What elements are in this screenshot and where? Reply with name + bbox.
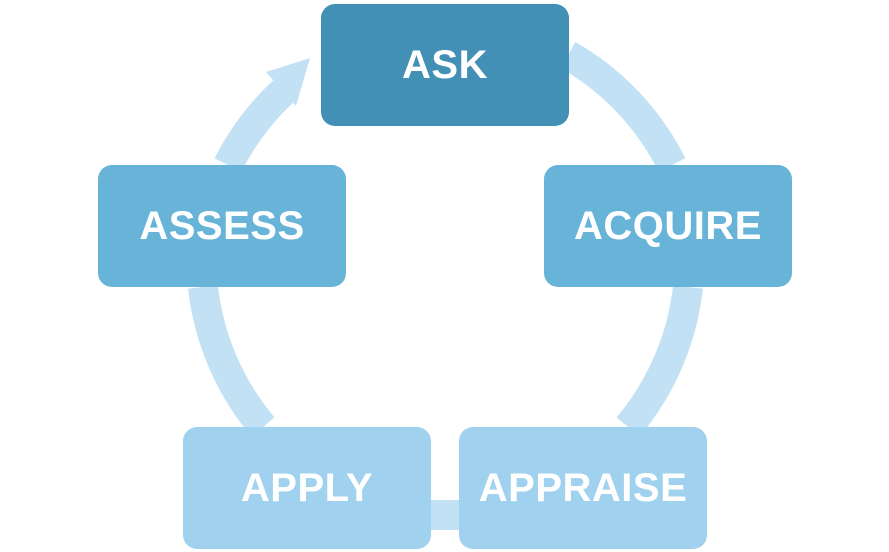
stage-acquire: ACQUIRE [544, 165, 792, 287]
stage-acquire-label: ACQUIRE [574, 203, 762, 248]
stage-assess: ASSESS [98, 165, 346, 287]
stage-assess-label: ASSESS [139, 203, 305, 248]
stage-apply-label: APPLY [240, 465, 374, 510]
arrowhead-to-ask [266, 58, 310, 106]
stage-ask-label: ASK [402, 42, 488, 87]
stage-appraise-label: APPRAISE [478, 465, 688, 510]
stage-ask: ASK [321, 4, 569, 126]
arc-ask-to-acquire [560, 41, 686, 172]
arc-apply-to-assess [188, 285, 275, 437]
stage-apply: APPLY [183, 427, 431, 549]
arc-acquire-to-appraise [616, 285, 703, 437]
arc-assess-to-ask [214, 76, 298, 172]
stage-appraise: APPRAISE [459, 427, 707, 549]
